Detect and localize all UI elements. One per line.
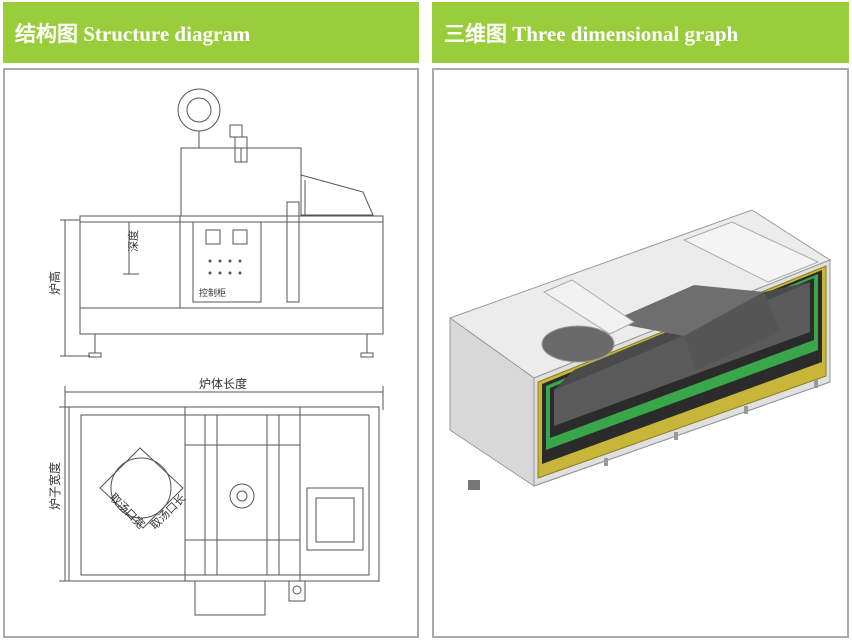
label-length: 炉体长度 — [199, 376, 247, 391]
right-chamber — [306, 487, 364, 551]
furnace-3d-render — [448, 209, 832, 490]
cover-slab-right — [682, 221, 820, 283]
furnace-body — [79, 215, 384, 309]
label-ladle-width: 取汤口宽 — [107, 490, 148, 531]
structure-diagram-drawing: 炉高 深度 炉体长度 炉子宽度 取汤口宽 取汤口长 控制柜 — [47, 88, 384, 616]
structure-diagram-frame: 炉高 深度 炉体长度 炉子宽度 取汤口宽 取汤口长 控制柜 — [3, 68, 419, 638]
control-cabinet — [192, 221, 262, 303]
three-d-graph-header: 三维图 Three dimensional graph — [432, 2, 849, 63]
cover-slab-left — [542, 279, 635, 335]
structure-diagram-title: 结构图 Structure diagram — [15, 21, 251, 46]
hood — [300, 174, 374, 216]
label-ladle-length: 取汤口长 — [147, 491, 188, 532]
label-height: 炉高 — [47, 271, 62, 295]
three-d-graph-title: 三维图 Three dimensional graph — [444, 21, 739, 46]
cavity-floor — [610, 285, 764, 336]
motor-wheel — [177, 88, 221, 132]
label-depth: 深度 — [126, 230, 140, 252]
three-d-graph-frame — [432, 68, 849, 638]
control-buttons — [208, 259, 242, 275]
label-width: 炉子宽度 — [47, 462, 62, 510]
ladle-opening — [541, 325, 615, 363]
structure-diagram-header: 结构图 Structure diagram — [3, 2, 419, 63]
label-control-panel: 控制柜 — [199, 287, 226, 299]
furnace-base — [79, 307, 384, 335]
foot-left — [468, 480, 480, 490]
